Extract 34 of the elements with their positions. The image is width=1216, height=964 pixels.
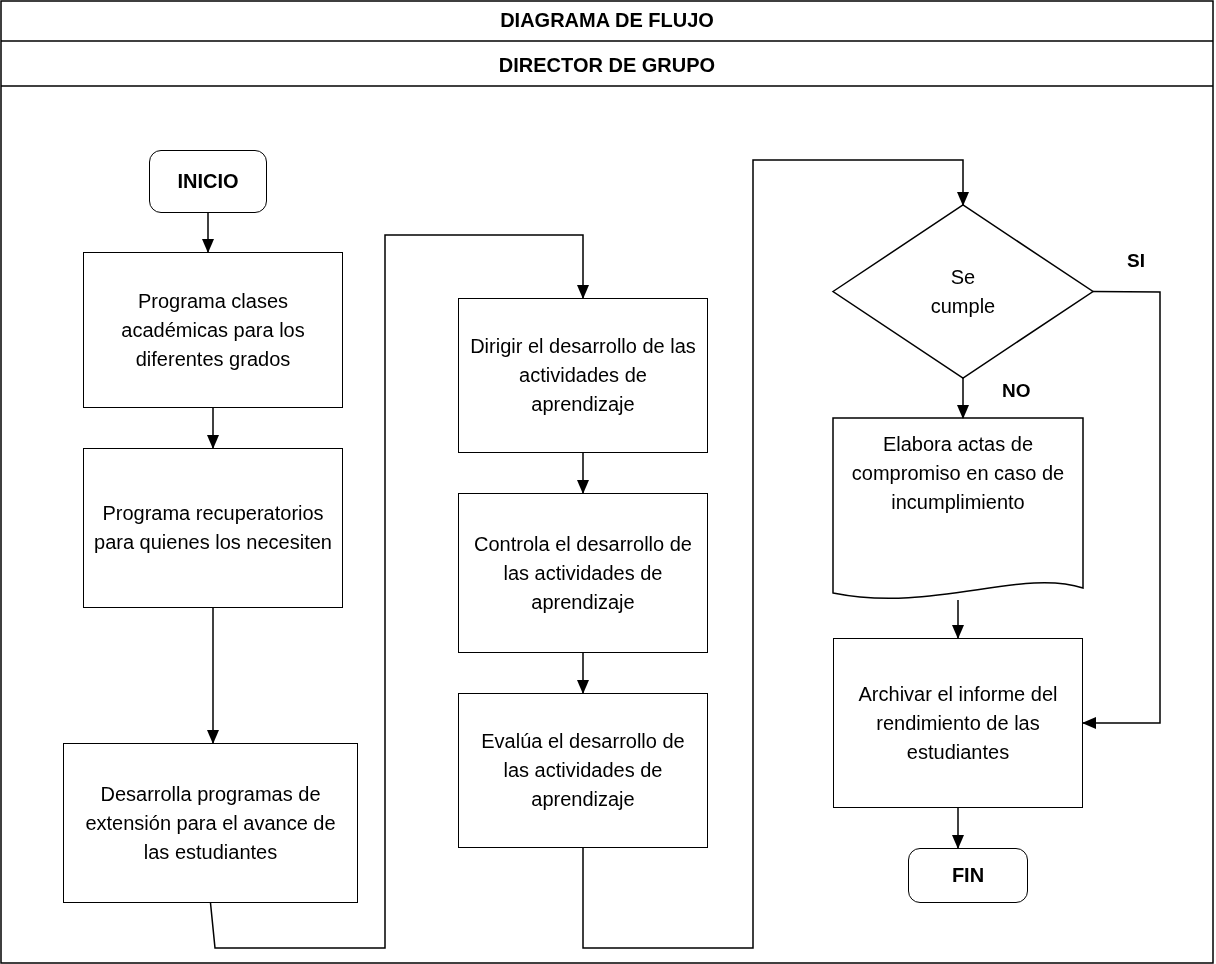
node-text: Elabora actas de compromiso en caso de incumplimiento — [850, 432, 1066, 515]
node-text: Controla el desarrollo de las actividades de aprendizaje — [473, 531, 693, 615]
diagram-title: DIAGRAMA DE FLUJO — [499, 9, 715, 32]
process-box — [833, 638, 1083, 808]
process-box — [458, 298, 708, 453]
arrow — [582, 159, 969, 949]
section-header: DIRECTOR DE GRUPO — [497, 54, 717, 77]
arrow — [952, 599, 964, 639]
node-text: Archivar el informe del rendimiento de las estudiantes — [857, 681, 1059, 765]
process-box — [458, 693, 708, 848]
arrow — [577, 652, 589, 694]
node-text: Programa recuperatorios para quienes los necesiten — [93, 501, 333, 555]
arrow — [577, 452, 589, 494]
node-text: INICIO — [177, 169, 239, 194]
arrow — [1082, 290, 1161, 729]
arrow — [957, 377, 969, 419]
node-text: Programa clases académicas para los diferentes grados — [120, 288, 306, 372]
arrow — [952, 807, 964, 849]
node-text: Desarrolla programas de extensión para el avance de las estudiantes — [84, 781, 337, 865]
process-box — [63, 743, 358, 903]
node-text: Dirigir el desarrollo de las actividades de aprendizaje — [469, 334, 697, 417]
arrow — [202, 212, 214, 253]
arrow — [209, 234, 589, 949]
node-text: FIN — [951, 863, 985, 888]
node-text: Se cumple — [929, 264, 997, 319]
decision-diamond — [833, 205, 1093, 378]
node-text: Evalúa el desarrollo de las actividades de aprendizaje — [480, 729, 686, 812]
arrow — [207, 607, 219, 744]
terminal-box — [149, 150, 267, 213]
process-box — [83, 448, 343, 608]
terminal-box — [908, 848, 1028, 903]
arrow — [207, 407, 219, 449]
process-box — [83, 252, 343, 408]
process-box — [458, 493, 708, 653]
